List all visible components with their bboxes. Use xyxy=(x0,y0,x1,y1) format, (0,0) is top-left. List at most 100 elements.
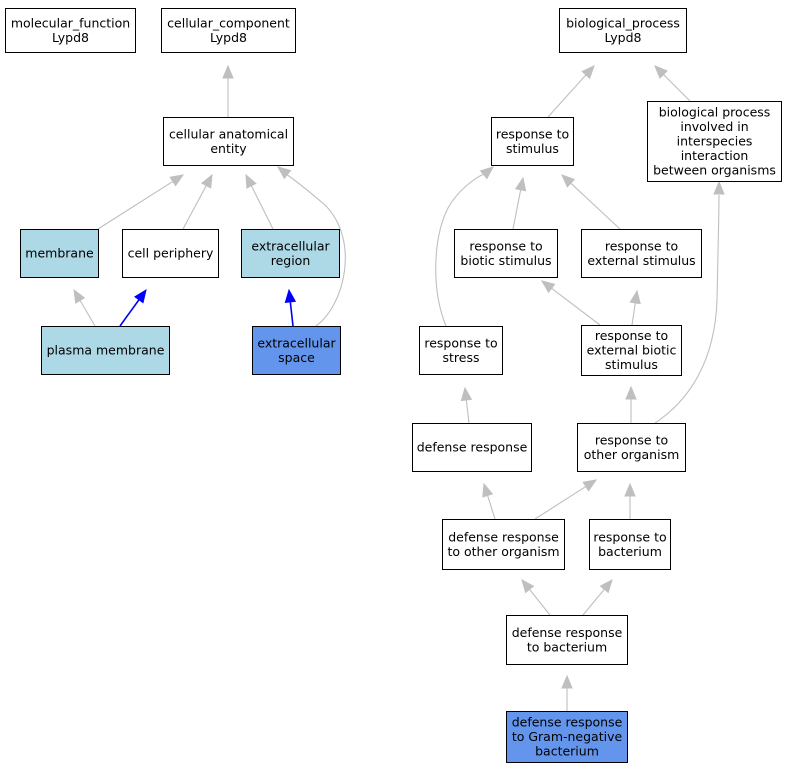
edge-response-to-other-organism-to-response-to-external-biotic-stimulus xyxy=(625,385,637,423)
edge-defense-response-to-response-to-stress xyxy=(460,386,473,424)
edge-arrowhead xyxy=(482,482,494,498)
node-label-line: to bacterium xyxy=(527,639,607,654)
node-label-line: external biotic xyxy=(587,343,677,358)
node-label-line: external stimulus xyxy=(587,253,695,268)
edge-arrowhead xyxy=(582,479,598,492)
edge-extracellular-space-to-cellular-anatomical-entity xyxy=(276,166,346,327)
node-label-line: Lypd8 xyxy=(210,30,247,45)
node-label-line: stimulus xyxy=(605,357,658,372)
edge-arrowhead xyxy=(629,289,641,305)
edge-line xyxy=(182,185,207,230)
edge-line xyxy=(547,74,587,118)
edge-arrowhead xyxy=(561,174,576,188)
node-label-line: involved in xyxy=(680,119,748,134)
node-label-line: plasma membrane xyxy=(47,343,165,358)
node-label-line: response to xyxy=(595,328,668,343)
node-membrane[interactable]: membrane xyxy=(20,229,99,278)
edge-bp-interspecies-to-biological-process xyxy=(654,65,691,102)
edge-line xyxy=(79,300,96,327)
node-label-line: bacterium xyxy=(535,744,599,759)
node-box xyxy=(20,229,99,278)
edge-cell-periphery-to-cellular-anatomical-entity xyxy=(182,173,213,230)
node-box xyxy=(163,117,294,166)
node-label-line: between organisms xyxy=(653,163,776,178)
node-label-line: biological process xyxy=(659,105,771,120)
node-label-line: interaction xyxy=(681,148,749,163)
node-label-line: cellular anatomical xyxy=(169,126,288,141)
edge-line xyxy=(663,74,691,102)
node-box xyxy=(454,229,558,278)
edge-line xyxy=(534,486,587,520)
node-label-line: to Gram-negative xyxy=(512,729,623,744)
node-label-line: stress xyxy=(443,350,480,365)
edge-line xyxy=(465,399,470,424)
node-label-line: cell periphery xyxy=(128,246,214,261)
node-label-line: extracellular xyxy=(251,238,330,253)
edge-defense-response-to-bacterium-to-defense-response-to-other-organism xyxy=(521,578,551,616)
edge-response-to-bacterium-to-response-to-other-organism xyxy=(624,482,636,519)
node-label-line: to other organism xyxy=(447,544,559,559)
edge-line xyxy=(289,301,294,327)
edge-line xyxy=(529,589,551,616)
node-box xyxy=(647,101,782,182)
edge-arrowhead xyxy=(561,674,573,689)
edge-line xyxy=(582,588,605,616)
edge-arrowhead xyxy=(460,386,473,402)
node-defense-response[interactable]: defense response xyxy=(412,423,532,472)
edge-response-to-external-biotic-stimulus-to-response-to-biotic-stimulus xyxy=(540,280,601,326)
node-box xyxy=(581,229,702,278)
node-label-line: defense response xyxy=(448,529,559,544)
edge-response-to-external-stimulus-to-response-to-stimulus xyxy=(561,174,621,230)
edge-response-to-biotic-stimulus-to-response-to-stimulus xyxy=(512,176,527,230)
edge-arrowhead xyxy=(581,65,595,80)
edge-arrowhead xyxy=(284,288,297,304)
node-label-line: molecular_function xyxy=(11,15,130,30)
edge-arrowhead xyxy=(654,65,668,79)
node-plasma-membrane[interactable]: plasma membrane xyxy=(41,326,170,375)
edge-arrowhead xyxy=(222,64,234,79)
edge-arrowhead xyxy=(521,578,535,594)
edge-line xyxy=(512,189,522,230)
node-label-line: bacterium xyxy=(598,544,662,559)
edge-line xyxy=(250,185,274,230)
node-label-line: other organism xyxy=(584,447,680,462)
node-label-line: extracellular xyxy=(257,335,336,350)
node-box xyxy=(577,423,686,472)
node-box xyxy=(41,326,170,375)
edge-response-to-stimulus-to-biological-process xyxy=(547,65,595,118)
edge-line xyxy=(570,182,621,230)
node-label-line: biotic stimulus xyxy=(460,253,551,268)
node-cell-periphery[interactable]: cell periphery xyxy=(122,229,219,278)
edge-arrowhead xyxy=(169,174,185,187)
edge-arrowhead xyxy=(625,385,637,400)
nodes-layer: molecular_functionLypd8cellular_componen… xyxy=(5,8,782,763)
edge-arrowhead xyxy=(245,173,257,189)
edge-curve xyxy=(435,173,485,327)
node-box xyxy=(589,519,671,570)
edge-defense-response-to-other-organism-to-defense-response xyxy=(482,482,496,520)
edge-line xyxy=(119,299,140,327)
node-label-line: response to xyxy=(593,529,666,544)
edge-plasma-membrane-to-cell-periphery xyxy=(119,288,147,327)
edge-line xyxy=(551,287,601,326)
edge-line xyxy=(631,302,636,326)
edge-line xyxy=(487,495,496,520)
